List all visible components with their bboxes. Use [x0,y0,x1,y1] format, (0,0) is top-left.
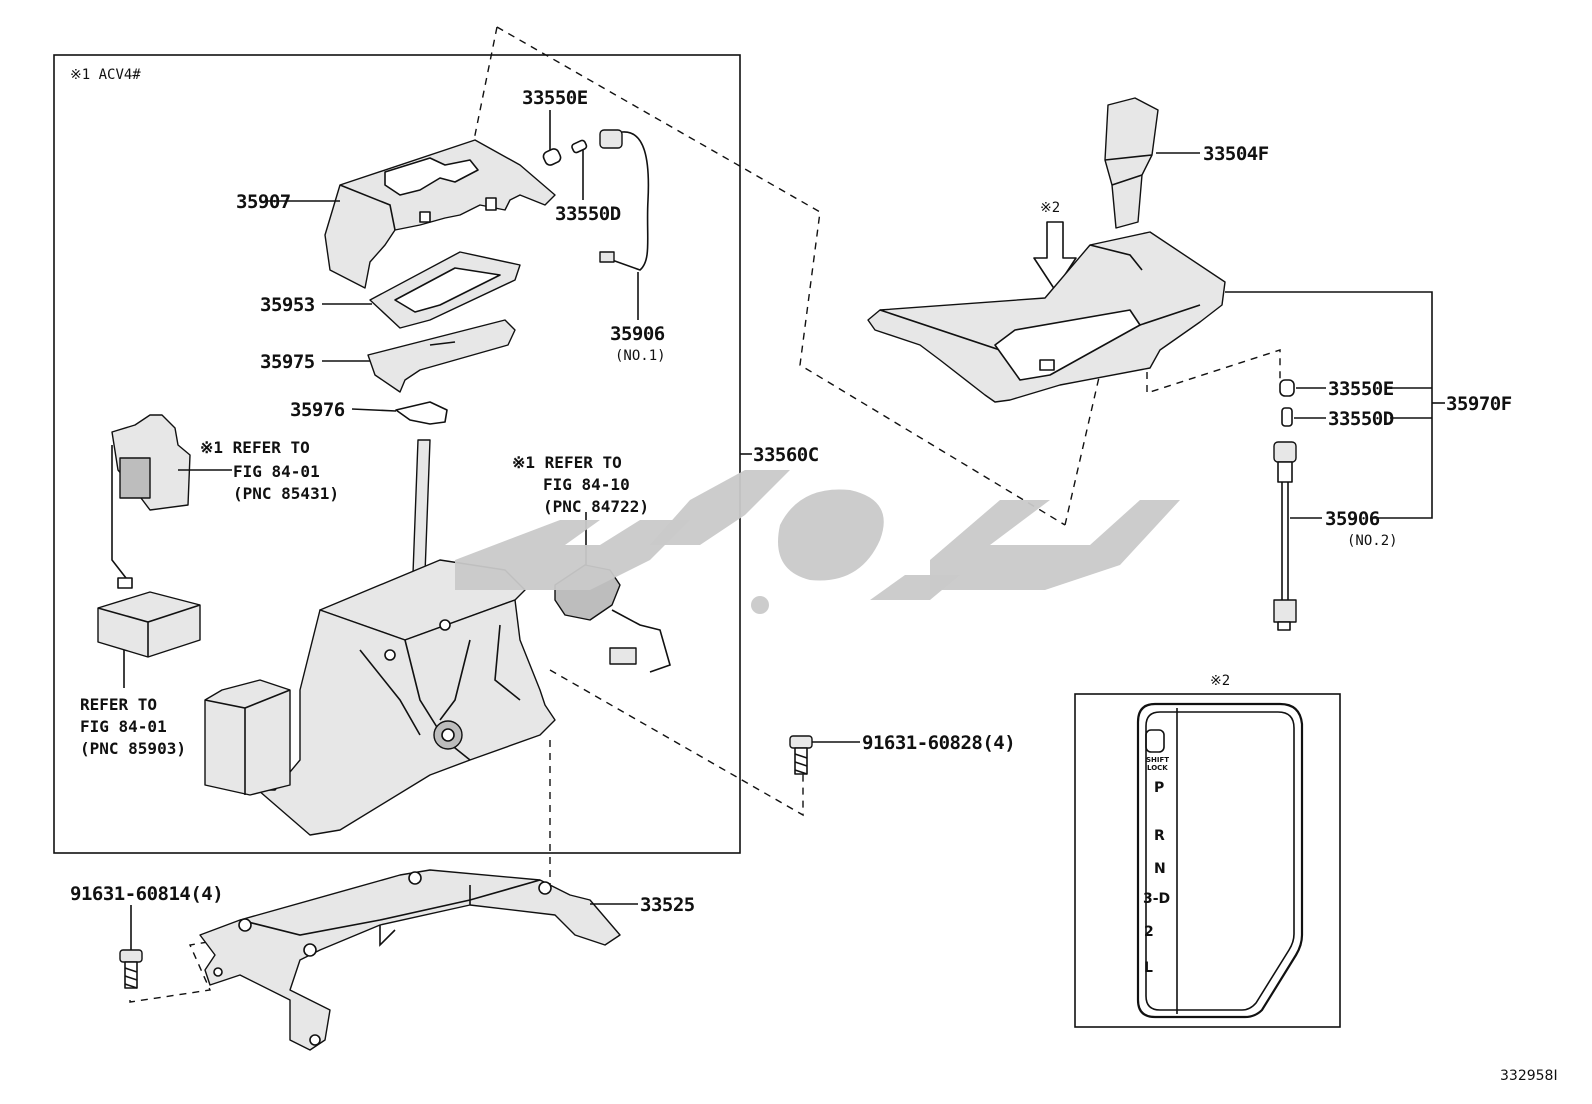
gear-position-l: L [1144,960,1153,976]
gear-position-2: 2 [1144,924,1154,940]
group-label: ※1 ACV4# [70,67,141,83]
shift-knob-33504f [1104,97,1159,229]
socket-35906-no2 [1273,441,1297,631]
ref-85431-line1: ※1 REFER TO [200,438,310,457]
part-number-91631-60828: 91631-60828(4) [862,732,1015,754]
ref-84722-line3: (PNC 84722) [543,497,649,516]
part-sub-35906-no2: (NO.2) [1347,533,1398,549]
ref-84722-line2: FIG 84-10 [543,475,630,494]
control-module-box [97,591,201,658]
part-number-35906-no2: 35906 [1325,508,1380,530]
dashed-projection-lines [496,26,1066,526]
shift-lock-label-2: LOCK [1147,764,1168,772]
shift-gate-panel [1136,702,1304,1019]
part-number-33550d-lower: 33550D [1328,408,1394,430]
ref-85903-line1: REFER TO [80,695,157,714]
bolt-91631-60828 [789,735,813,775]
part-number-91631-60814: 91631-60814(4) [70,883,223,905]
part-number-33560c: 33560C [753,444,819,466]
bulb-33550d-upper [571,139,588,154]
shift-lock-button-icon [1145,729,1165,753]
part-sub-35906-no1: (NO.1) [615,348,666,364]
part-number-35970f: 35970F [1446,393,1512,415]
gear-position-p: P [1154,780,1164,796]
shift-lock-solenoid [111,414,191,589]
ref-85903-line2: FIG 84-01 [80,717,167,736]
part-number-33550d-upper: 33550D [555,203,621,225]
ref-85431-line2: FIG 84-01 [233,462,320,481]
cable-35906-no1 [611,131,650,271]
slide-plate-35975 [367,319,516,393]
watermark-logo [455,470,1180,614]
ref-85903-line3: (PNC 85903) [80,739,186,758]
bulb-33550e-upper [542,148,562,166]
inset-label: ※2 [1210,673,1230,689]
part-number-33550e-lower: 33550E [1328,378,1394,400]
part-number-35906-no1: 35906 [610,323,665,345]
ref-85431-line3: (PNC 85431) [233,484,339,503]
arrow-label: ※2 [1040,200,1060,216]
part-number-35975: 35975 [260,351,315,373]
gear-position-3d: 3-D [1143,891,1170,907]
part-number-33504f: 33504F [1203,143,1269,165]
console-panel-35970f [867,231,1226,403]
ref-84722-line1: ※1 REFER TO [512,453,622,472]
gear-position-r: R [1154,828,1165,844]
part-number-33525: 33525 [640,894,695,916]
part-number-35907: 35907 [236,191,291,213]
part-number-35976: 35976 [290,399,345,421]
socket-35906-no1 [599,129,623,149]
plate-35976 [395,401,448,425]
part-number-35953: 35953 [260,294,315,316]
housing-35907 [324,139,556,289]
bracket-33525 [199,869,621,1051]
bulb-33550e-lower [1279,379,1295,397]
inset-box [1074,693,1341,1028]
gear-position-n: N [1154,861,1166,877]
bracket-35970f [1225,291,1433,519]
bolt-91631-60814 [119,949,143,989]
bulb-33550d-lower [1281,407,1293,427]
shift-lock-label-1: SHIFT [1146,756,1169,764]
bezel-35953 [369,251,521,329]
drawing-id: 332958I [1500,1068,1558,1084]
part-number-33550e-upper: 33550E [522,87,588,109]
